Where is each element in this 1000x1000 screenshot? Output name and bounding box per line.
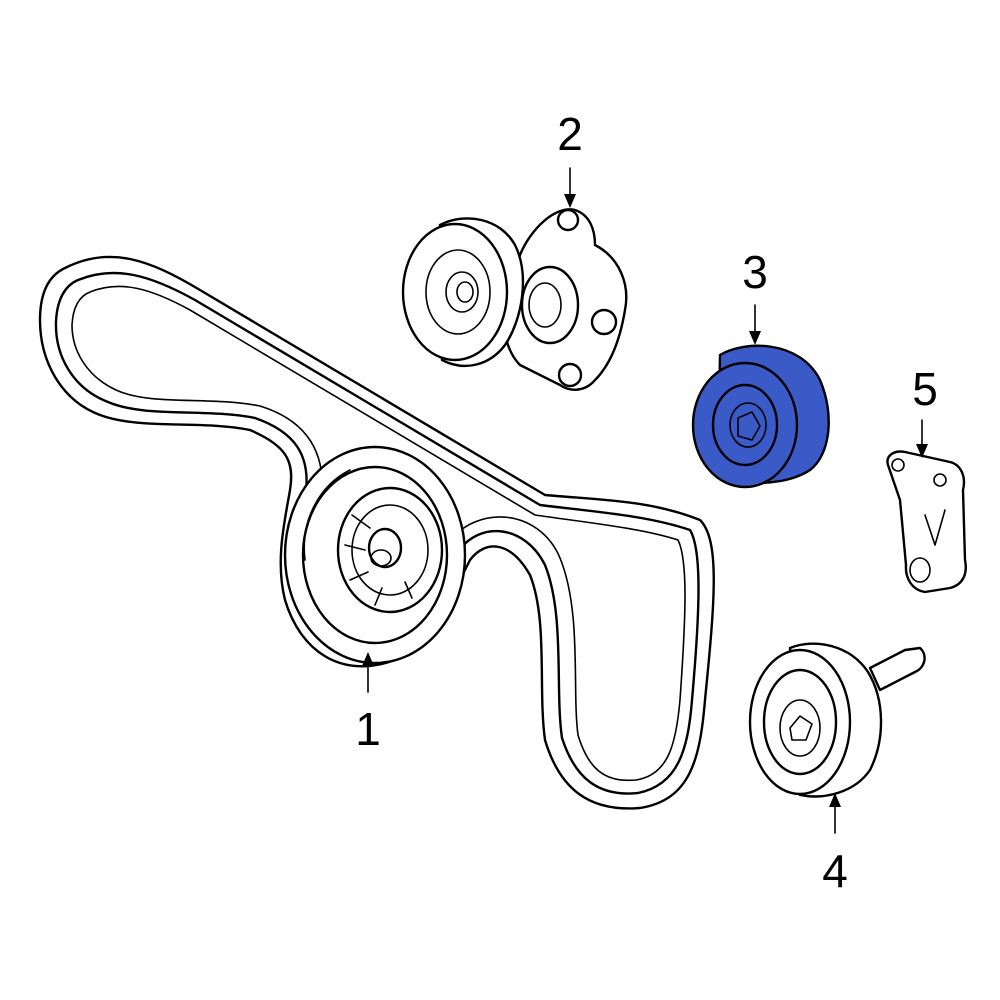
callout-5: 5 <box>912 363 938 415</box>
callout-2: 2 <box>557 108 583 160</box>
mounting-bracket[interactable] <box>886 450 967 594</box>
belt-tensioner[interactable] <box>401 208 628 391</box>
idler-pulley-highlighted[interactable] <box>691 344 830 489</box>
crank-pulley[interactable] <box>283 445 467 665</box>
callout-2-leader <box>564 167 576 208</box>
callout-1-leader <box>362 652 374 693</box>
serpentine-belt[interactable] <box>38 255 715 810</box>
callout-5-leader <box>916 419 928 458</box>
idler-pulley-with-bracket[interactable] <box>748 642 926 798</box>
callout-4: 4 <box>822 845 848 897</box>
callout-4-leader <box>829 793 841 834</box>
callout-3-leader <box>749 304 761 345</box>
callout-1: 1 <box>355 703 381 755</box>
callout-3: 3 <box>742 246 768 298</box>
